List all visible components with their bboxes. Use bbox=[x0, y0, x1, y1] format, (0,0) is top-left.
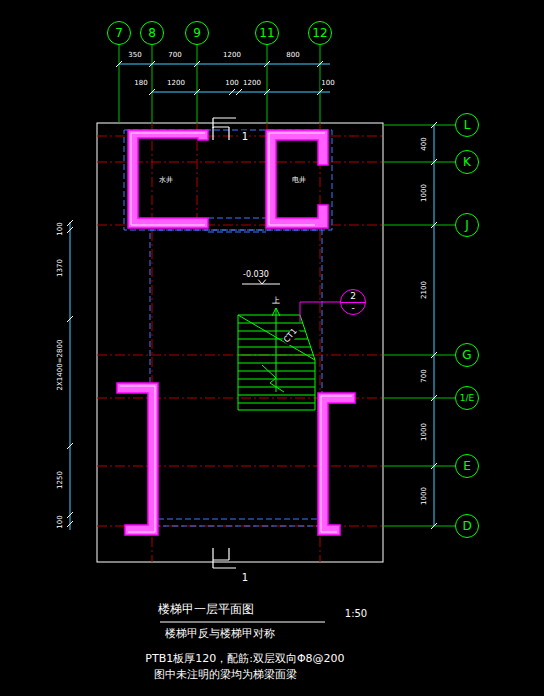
axis-bubble: E bbox=[455, 454, 479, 478]
dimension: 700 bbox=[421, 368, 429, 383]
scale: 1:50 bbox=[344, 608, 368, 619]
drawing-title: 楼梯甲一层平面图 bbox=[157, 603, 255, 616]
axis-bubble: 11 bbox=[255, 21, 279, 45]
axis-label: 1/E bbox=[460, 394, 474, 403]
axis-label: D bbox=[462, 520, 471, 532]
dimension: 100 bbox=[224, 80, 239, 88]
dimension: 100 bbox=[320, 80, 335, 88]
axis-bubble: J bbox=[455, 213, 479, 237]
axis-bubble: D bbox=[455, 514, 479, 538]
section-mark: 1 bbox=[241, 572, 249, 583]
dimension: 1200 bbox=[242, 80, 262, 88]
dimension: 1200 bbox=[222, 52, 242, 60]
axis-label: 12 bbox=[312, 27, 327, 39]
axis-label: J bbox=[465, 219, 469, 231]
axis-bubble: 9 bbox=[185, 21, 209, 45]
axis-label: E bbox=[463, 460, 471, 472]
axis-label: 8 bbox=[148, 27, 156, 39]
axis-bubble: 12 bbox=[308, 21, 332, 45]
callout-divider bbox=[341, 302, 365, 303]
dimension: 1000 bbox=[421, 422, 429, 442]
axis-bubble: 1/E bbox=[455, 386, 479, 410]
axis-label: 9 bbox=[193, 27, 201, 39]
note: PTB1板厚120，配筋:双层双向Φ8@200 bbox=[144, 653, 345, 665]
axis-bubble: 7 bbox=[107, 21, 131, 45]
axis-bubble: K bbox=[455, 150, 479, 174]
dimension: 1370 bbox=[57, 258, 65, 278]
dimension: 1000 bbox=[421, 183, 429, 203]
dimension: 180 bbox=[133, 80, 148, 88]
dimension: 2X1400=2800 bbox=[57, 339, 65, 392]
note: 楼梯甲反与楼梯甲对称 bbox=[164, 628, 276, 640]
dimension: 800 bbox=[285, 52, 300, 60]
axis-bubble: L bbox=[455, 113, 479, 137]
dimension: 1250 bbox=[57, 470, 65, 490]
dimension: 100 bbox=[57, 514, 65, 529]
axis-label: 2 bbox=[350, 292, 356, 301]
axis-bubble: 8 bbox=[140, 21, 164, 45]
dimension: 2100 bbox=[421, 280, 429, 300]
axis-label: L bbox=[464, 119, 471, 131]
axis-label: 7 bbox=[115, 27, 123, 39]
elevation: -0.030 bbox=[242, 271, 270, 280]
room-name: 电井 bbox=[291, 177, 307, 185]
stair-direction: 上 bbox=[271, 297, 281, 306]
dimension: 1000 bbox=[421, 486, 429, 506]
detail-callout: 2- bbox=[340, 289, 366, 315]
stair-label: CT1 bbox=[282, 326, 300, 345]
dimension: 100 bbox=[57, 221, 65, 236]
dimension: 400 bbox=[421, 136, 429, 151]
axis-label: 11 bbox=[259, 27, 274, 39]
axis-bubble: G bbox=[455, 343, 479, 367]
dimension: 350 bbox=[127, 52, 142, 60]
axis-label: K bbox=[463, 156, 471, 168]
dimension: 700 bbox=[167, 52, 182, 60]
note: 图中未注明的梁均为梯梁面梁 bbox=[153, 669, 298, 681]
dimension: 1200 bbox=[166, 80, 186, 88]
axis-label: G bbox=[462, 349, 471, 361]
axis-label: - bbox=[351, 304, 354, 313]
section-mark: 1 bbox=[241, 131, 249, 142]
room-name: 水井 bbox=[158, 177, 174, 185]
